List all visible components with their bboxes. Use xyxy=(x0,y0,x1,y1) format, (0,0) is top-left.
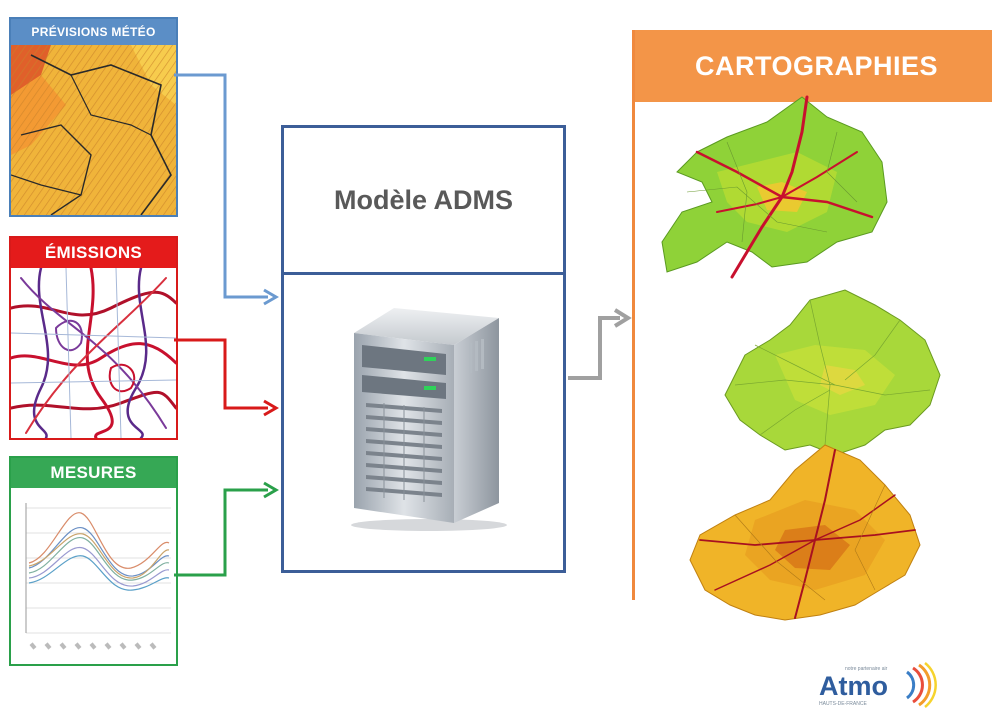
model-title: Modèle ADMS xyxy=(333,184,513,215)
measurement-chart-image xyxy=(11,488,176,664)
cartographies-title: CARTOGRAPHIES xyxy=(635,30,992,102)
pollution-map-3 xyxy=(675,440,925,630)
emissions-label: ÉMISSIONS xyxy=(11,238,176,268)
emissions-panel: ÉMISSIONS xyxy=(9,236,178,440)
server-icon xyxy=(344,303,509,538)
meteo-panel: PRÉVISIONS MÉTÉO xyxy=(9,17,178,217)
model-title-box: Modèle ADMS xyxy=(284,128,563,275)
model-box: Modèle ADMS xyxy=(281,125,566,573)
svg-text:HAUTS-DE-FRANCE: HAUTS-DE-FRANCE xyxy=(819,701,867,707)
svg-text:notre partenaire air: notre partenaire air xyxy=(845,666,888,672)
atmo-logo: notre partenaire air Atmo HAUTS-DE-FRANC… xyxy=(815,660,945,710)
pollution-map-1 xyxy=(657,92,897,287)
road-network-image xyxy=(11,266,176,438)
mesures-label: MESURES xyxy=(11,458,176,488)
meteo-label: PRÉVISIONS MÉTÉO xyxy=(11,19,176,45)
mesures-arrow xyxy=(174,488,268,577)
meteo-arrow xyxy=(174,73,268,299)
svg-text:Atmo: Atmo xyxy=(819,671,888,701)
emissions-arrow xyxy=(174,338,268,410)
cartographies-panel: CARTOGRAPHIES xyxy=(632,30,992,621)
mesures-panel: MESURES xyxy=(9,456,178,666)
pollution-map-2 xyxy=(715,285,945,470)
output-arrow xyxy=(568,316,620,380)
meteo-map-image xyxy=(11,45,176,215)
